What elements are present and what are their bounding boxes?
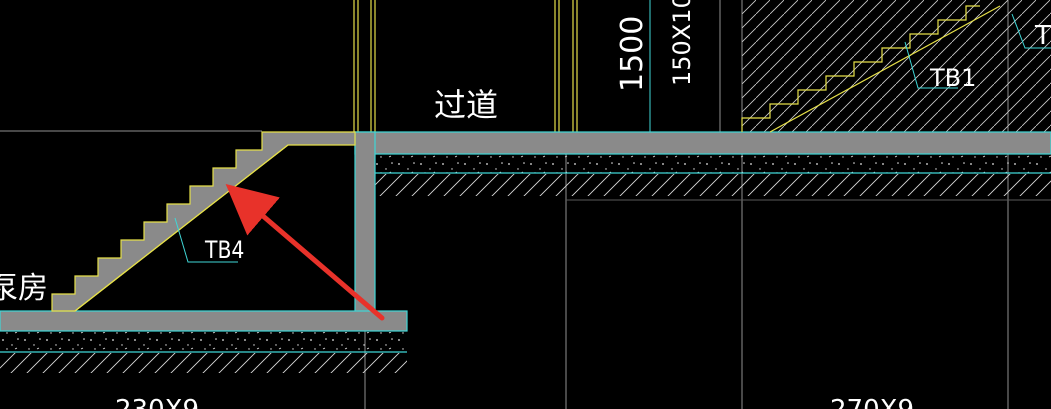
dim-bottom-right-label: 270X9 xyxy=(830,395,914,409)
stair-tb4-label: TB4 xyxy=(204,236,244,264)
stair-partial-label: T xyxy=(1034,21,1051,51)
hatched-section xyxy=(742,0,1051,132)
leader-lines xyxy=(174,13,1051,263)
corridor-slab xyxy=(354,131,1051,196)
stair-tb1 xyxy=(741,5,1001,133)
stair-tb1-label: TB1 xyxy=(929,64,976,92)
retaining-wall xyxy=(354,131,376,313)
dim-height-label: 1500 xyxy=(615,16,650,92)
corridor-label: 过道 xyxy=(434,86,498,124)
room-label: 泵房 xyxy=(0,271,48,306)
annotation-arrow xyxy=(225,183,385,321)
dim-steps-label: 150X10= xyxy=(668,0,696,86)
dim-bottom-left-label: 230X9 xyxy=(115,395,199,409)
upper-columns xyxy=(353,0,721,132)
stair-tb4 xyxy=(51,131,356,312)
bottom-slab xyxy=(0,310,408,373)
